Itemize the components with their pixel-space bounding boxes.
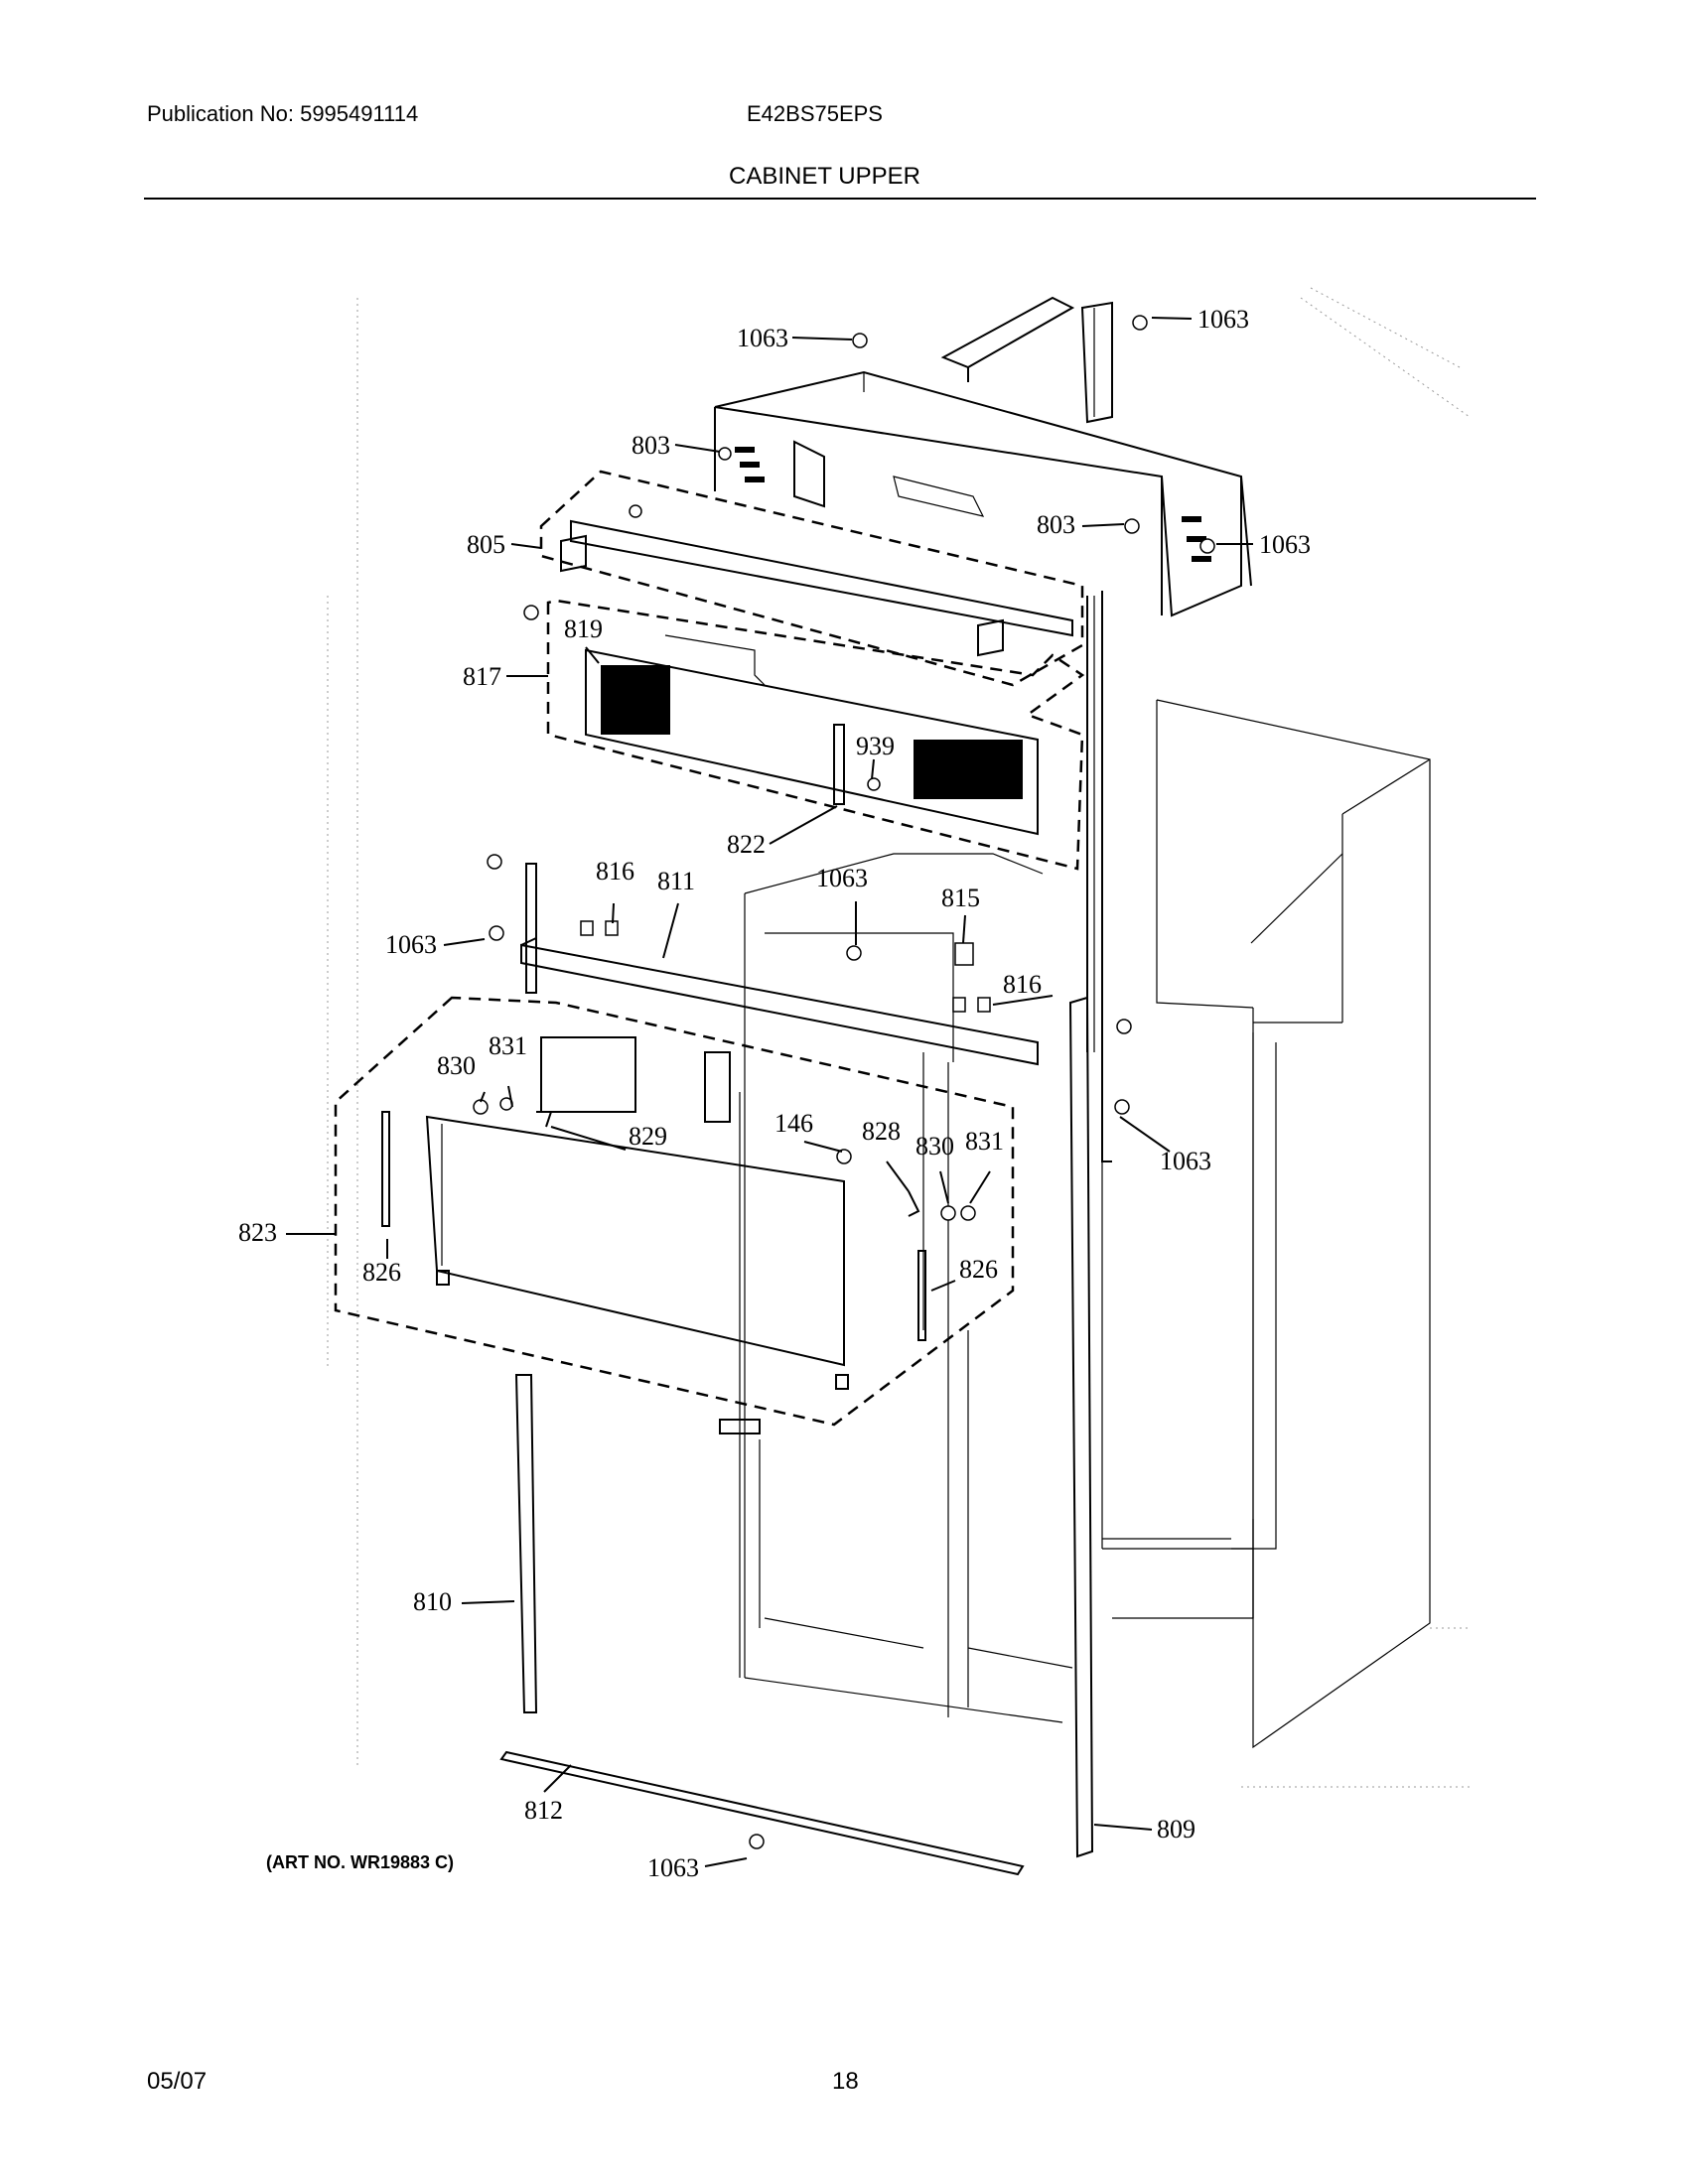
fasteners (718, 315, 1215, 1115)
callout-830-a: 830 (437, 1051, 476, 1080)
publication-number: Publication No: 5995491114 (147, 101, 419, 126)
part-805-rail (560, 504, 1073, 657)
callout-817: 817 (463, 662, 501, 691)
group-817-outline (546, 599, 1085, 871)
callout-822: 822 (727, 830, 766, 859)
callout-826-a: 826 (362, 1258, 401, 1287)
part-811-bar (487, 854, 1039, 1066)
leader-lines (286, 317, 1253, 1867)
top-rail (940, 296, 1113, 1162)
callout-810: 810 (413, 1587, 452, 1616)
callout-1063-top: 1063 (737, 324, 788, 352)
part-817-panel (523, 605, 1039, 836)
callout-829: 829 (629, 1122, 667, 1151)
callout-823: 823 (238, 1218, 277, 1247)
callout-803-left: 803 (632, 431, 670, 460)
callout-805: 805 (467, 530, 505, 559)
art-number: (ART NO. WR19883 C) (266, 1852, 454, 1872)
callout-831-b: 831 (965, 1127, 1004, 1156)
callout-1063-bottom: 1063 (647, 1853, 699, 1882)
header-divider (144, 198, 1536, 200)
group-823-outline (334, 996, 1015, 1427)
callout-830-b: 830 (915, 1132, 954, 1160)
callout-1063-right-mid: 1063 (1259, 530, 1311, 559)
callout-828: 828 (862, 1117, 901, 1146)
section-title: CABINET UPPER (729, 163, 920, 190)
part-809-strip (1068, 996, 1094, 1858)
callout-803-right: 803 (1037, 510, 1075, 539)
callout-809: 809 (1157, 1815, 1196, 1843)
callout-1063-left: 1063 (385, 930, 437, 959)
callout-816-b: 816 (1003, 970, 1042, 999)
footer-date: 05/07 (147, 2068, 208, 2095)
callout-1063-right-low: 1063 (1160, 1147, 1211, 1175)
callout-812: 812 (524, 1796, 563, 1825)
cabinet-outline (327, 287, 1471, 1788)
model-number: E42BS75EPS (747, 101, 883, 126)
footer-page-number: 18 (832, 2068, 859, 2095)
callout-831-a: 831 (489, 1031, 527, 1060)
callout-819: 819 (564, 614, 603, 643)
part-812-strip (499, 1750, 1025, 1876)
callout-labels: 1063 1063 803 803 1063 805 819 817 939 8… (238, 305, 1311, 1882)
control-housing (714, 370, 1252, 617)
callout-1063-center: 1063 (816, 864, 868, 892)
callout-146: 146 (774, 1109, 813, 1138)
callout-939: 939 (856, 732, 895, 760)
callout-811: 811 (657, 867, 695, 895)
part-823-door (381, 1036, 976, 1434)
callout-815: 815 (941, 884, 980, 912)
part-810-strip (514, 1374, 538, 1713)
callout-826-b: 826 (959, 1255, 998, 1284)
callout-1063-right-top: 1063 (1197, 305, 1249, 334)
callout-816-a: 816 (596, 857, 634, 886)
group-805-outline (539, 470, 1084, 687)
